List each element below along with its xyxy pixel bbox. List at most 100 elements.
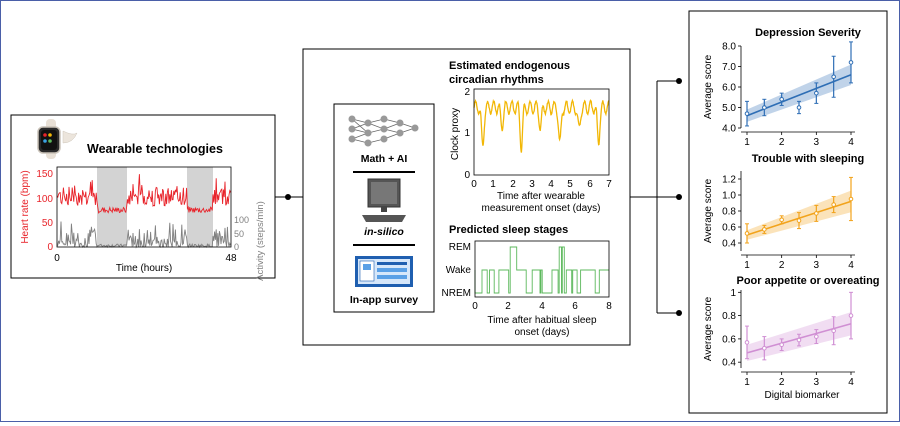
y-tick-label: 8.0 bbox=[722, 42, 736, 53]
data-point bbox=[779, 217, 784, 223]
sleep-x-tick: 6 bbox=[572, 301, 578, 312]
data-point bbox=[848, 313, 854, 318]
y-axis-label: Average score bbox=[703, 54, 714, 119]
wearable-y-left-label: Heart rate (bpm) bbox=[20, 170, 31, 243]
wearable-y-right-tick: 0 bbox=[234, 242, 239, 252]
data-point bbox=[762, 105, 767, 110]
data-point bbox=[848, 196, 854, 202]
data-point bbox=[848, 60, 854, 65]
y-tick-label: 0.4 bbox=[722, 358, 736, 369]
y-tick-label: 4.0 bbox=[722, 124, 736, 135]
x-tick-label: 2 bbox=[779, 377, 785, 388]
data-point bbox=[796, 218, 802, 223]
circadian-title-line2: circadian rhythms bbox=[449, 74, 544, 86]
data-point bbox=[831, 328, 836, 334]
sleep-x-tick: 4 bbox=[539, 301, 545, 312]
wearable-y-left-tick: 100 bbox=[36, 194, 53, 205]
circadian-series bbox=[473, 98, 610, 153]
x-axis-label: Digital biomarker bbox=[764, 390, 840, 401]
data-point bbox=[744, 231, 750, 236]
outcomes-panel bbox=[688, 10, 888, 414]
x-tick-label: 1 bbox=[744, 260, 750, 271]
wearable-title: Wearable technologies bbox=[87, 142, 223, 156]
y-tick-label: 0.8 bbox=[722, 311, 736, 322]
wearable-y-right-label: Activity (steps/min) bbox=[255, 201, 266, 281]
data-point bbox=[744, 340, 750, 345]
circadian-x-tick: 2 bbox=[510, 179, 516, 190]
sleep-y-tick: REM bbox=[449, 242, 471, 253]
circadian-y-tick: 2 bbox=[464, 87, 470, 98]
survey-phone-icon bbox=[355, 256, 413, 287]
x-tick-label: 3 bbox=[814, 137, 820, 148]
x-tick-label: 4 bbox=[848, 377, 854, 388]
data-point bbox=[762, 345, 767, 351]
activity-series bbox=[56, 221, 232, 249]
circadian-title-line1: Estimated endogenous bbox=[449, 60, 570, 72]
sleep-y-tick: NREM bbox=[442, 288, 471, 299]
x-tick-label: 2 bbox=[779, 137, 785, 148]
y-tick-label: 7.0 bbox=[722, 62, 736, 73]
sleep-title: Predicted sleep stages bbox=[449, 224, 568, 236]
wearable-y-right-tick: 100 bbox=[234, 215, 249, 225]
circadian-y-tick: 0 bbox=[464, 170, 470, 181]
wearable-y-right-tick: 50 bbox=[234, 229, 244, 239]
data-point bbox=[796, 337, 802, 343]
circadian-plot-frame bbox=[473, 88, 610, 176]
x-tick-label: 1 bbox=[744, 377, 750, 388]
x-tick-label: 3 bbox=[814, 260, 820, 271]
neural-network-icon bbox=[348, 115, 419, 147]
computer-icon bbox=[362, 178, 406, 222]
wearable-y-left-tick: 50 bbox=[42, 218, 54, 229]
y-tick-label: 0.6 bbox=[722, 223, 736, 234]
y-tick-label: 1 bbox=[730, 288, 736, 299]
data-point bbox=[831, 202, 836, 207]
y-tick-label: 0.6 bbox=[722, 334, 736, 345]
outcome-chart-title: Poor appetite or overeating bbox=[736, 275, 879, 287]
circadian-x-tick: 4 bbox=[548, 179, 554, 190]
x-tick-label: 4 bbox=[848, 260, 854, 271]
insilico-label: in-silico bbox=[364, 226, 404, 238]
wearable-y-left-tick: 150 bbox=[36, 169, 53, 180]
outcome-chart-title: Depression Severity bbox=[755, 27, 862, 39]
wearable-x-tick: 48 bbox=[225, 253, 237, 264]
data-point bbox=[814, 90, 819, 96]
sleep-x-tick: 0 bbox=[472, 301, 478, 312]
bracket-connector bbox=[630, 80, 679, 314]
circadian-x-tick: 1 bbox=[490, 179, 496, 190]
sleep-x-label-line2: onset (days) bbox=[514, 327, 569, 338]
circadian-x-tick: 0 bbox=[471, 179, 477, 190]
sleep-x-tick: 2 bbox=[505, 301, 511, 312]
smartwatch-icon bbox=[37, 119, 78, 159]
data-point bbox=[814, 334, 819, 339]
wearable-x-label: Time (hours) bbox=[116, 263, 172, 274]
sleep-shade bbox=[187, 167, 213, 247]
y-tick-label: 6.0 bbox=[722, 83, 736, 94]
wearable-plot bbox=[56, 166, 232, 249]
x-tick-label: 2 bbox=[779, 260, 785, 271]
y-tick-label: 1.2 bbox=[722, 175, 736, 186]
sleep-x-label-line1: Time after habitual sleep bbox=[487, 315, 597, 326]
survey-label: In-app survey bbox=[350, 294, 418, 306]
sleep-x-tick: 8 bbox=[606, 301, 612, 312]
y-tick-label: 1.0 bbox=[722, 191, 736, 202]
sleep-y-tick: Wake bbox=[446, 265, 472, 276]
connector-dot bbox=[676, 78, 682, 84]
heart-rate-series bbox=[56, 174, 232, 214]
circadian-x-tick: 5 bbox=[567, 179, 573, 190]
y-axis-label: Average score bbox=[703, 296, 714, 361]
data-point bbox=[831, 74, 836, 80]
wearable-x-tick: 0 bbox=[54, 253, 60, 264]
confidence-band bbox=[747, 64, 851, 122]
data-point bbox=[744, 111, 750, 116]
y-tick-label: 0.8 bbox=[722, 207, 736, 218]
data-point bbox=[779, 97, 784, 102]
data-point bbox=[796, 105, 802, 110]
connector-dot bbox=[676, 194, 682, 200]
connector-dot bbox=[676, 310, 682, 316]
connector-dot bbox=[285, 194, 291, 200]
